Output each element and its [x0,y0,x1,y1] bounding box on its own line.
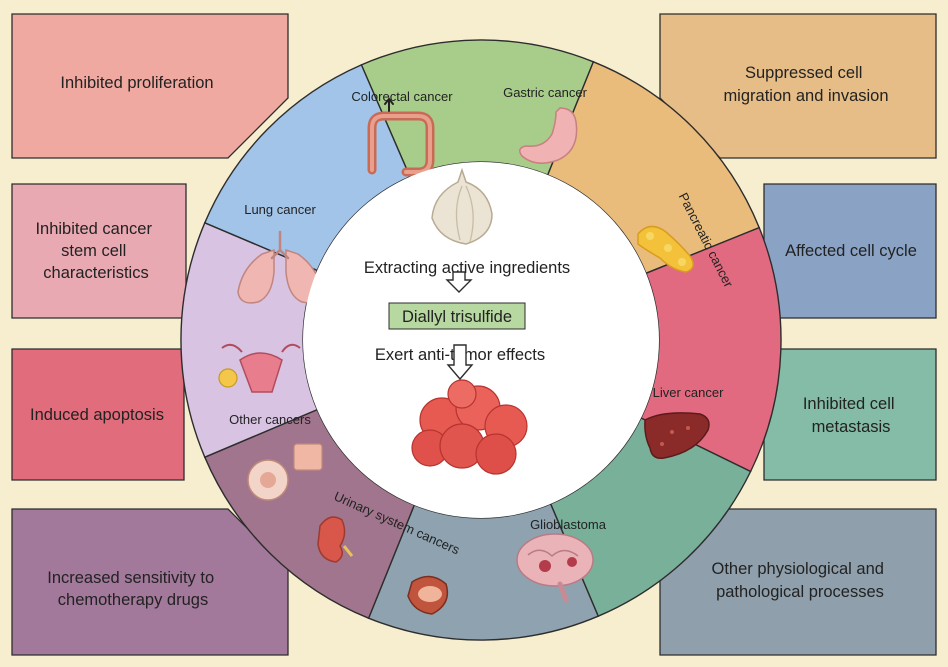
label-other: Other cancers [229,412,311,427]
effect-box-stem-cell: Inhibited cancer stem cell characteristi… [11,183,187,319]
compound-box: Diallyl trisulfide [388,302,526,330]
effect-box-metastasis: Inhibited cell metastasis [763,348,937,481]
effect-box-apoptosis: Induced apoptosis [11,348,185,481]
down-arrow-icon [445,271,473,293]
cancer-type-ring [180,39,782,641]
center-circle [303,162,659,518]
brain-icon [516,533,594,603]
label-lung: Lung cancer [244,202,316,217]
center-process: Extracting active ingredients Diallyl tr… [303,162,659,518]
liver-icon [644,412,710,460]
effect-label-metastasis: Inhibited cell metastasis [803,395,899,436]
label-gastric: Gastric cancer [503,85,587,100]
label-liver: Liver cancer [653,385,724,400]
effect-label-proliferation: Inhibited proliferation [60,74,213,92]
effect-box-chemo-sensitivity: Increased sensitivity to chemotherapy dr… [11,508,289,656]
left-effect-boxes: Inhibited proliferation Inhibited cancer… [11,13,289,656]
compound-name: Diallyl trisulfide [402,308,512,326]
effect-label-migration: Suppressed cell migration and invasion [723,64,888,105]
effect-box-other-processes: Other physiological and pathological pro… [659,508,937,656]
right-effect-boxes: Suppressed cell migration and invasion A… [659,13,937,656]
pancreas-icon [637,225,694,273]
label-glioblastoma: Glioblastoma [530,517,607,532]
effect-label-cell-cycle: Affected cell cycle [785,242,917,260]
step-extracting: Extracting active ingredients [364,259,570,277]
kidney-bladder-icon [317,516,449,615]
tumor-cells-icon [411,379,528,475]
effect-label-chemo-sensitivity: Increased sensitivity to chemotherapy dr… [47,569,219,609]
colon-icon [367,97,435,177]
effect-label-apoptosis: Induced apoptosis [30,406,164,424]
effect-box-proliferation: Inhibited proliferation [11,13,289,159]
label-colorectal: Colorectal cancer [351,89,453,104]
effect-box-migration: Suppressed cell migration and invasion [659,13,937,159]
garlic-icon [431,167,493,245]
uterus-skin-cell-icon [218,343,323,501]
stomach-icon [519,107,578,164]
effect-box-cell-cycle: Affected cell cycle [763,183,937,319]
effect-label-stem-cell: Inhibited cancer stem cell characteristi… [35,220,156,282]
effect-label-other-processes: Other physiological and pathological pro… [711,560,888,601]
down-arrow-icon [446,344,474,381]
